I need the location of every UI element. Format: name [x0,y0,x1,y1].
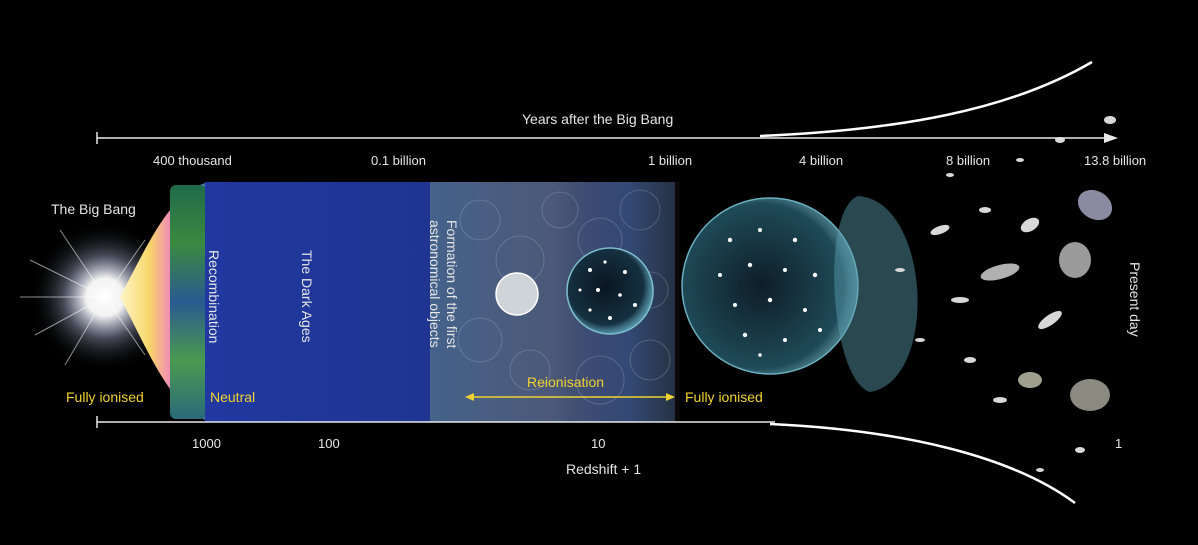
top-tick-label: 4 billion [799,153,844,168]
bottom-axis-title: Redshift + 1 [566,461,642,477]
top-axis-arrow [1104,133,1118,143]
fully-ionised-label-left: Fully ionised [66,389,144,405]
first-objects-sphere [495,272,539,316]
reionisation-sphere-large [681,197,859,375]
bottom-tick-label: 10 [591,436,606,451]
expanding-shell [834,196,918,392]
dark-ages-label: The Dark Ages [299,250,315,343]
formation-label-line2: astronomical objects [427,220,443,348]
top-tick-label: 400 thousand [153,153,232,168]
expansion-curve-top [759,60,1093,138]
expansion-curve-bottom [769,422,1076,505]
big-bang-label: The Big Bang [51,201,136,217]
fully-ionised-label-right: Fully ionised [685,389,763,405]
top-tick-label: 8 billion [946,153,991,168]
bottom-tick-label: 1000 [192,436,221,451]
top-tick-label: 1 billion [648,153,693,168]
reionisation-label: Reionisation [527,374,605,390]
medium-sphere-dots [578,260,637,320]
bottom-tick-label: 100 [318,436,340,451]
neutral-label: Neutral [210,389,256,405]
top-tick-label: 0.1 billion [371,153,426,168]
present-day-label: Present day [1127,262,1143,337]
galaxy-field [895,116,1116,472]
bottom-tick-label: 1 [1115,436,1123,451]
formation-label-line1: Formation of the first [444,220,460,349]
big-bang-rays [20,229,146,366]
large-sphere-dots [718,228,822,357]
recombination-label: Recombination [206,250,222,344]
top-tick-label: 13.8 billion [1084,153,1147,168]
cmb-strip [170,185,206,419]
top-axis-title: Years after the Big Bang [522,111,674,127]
